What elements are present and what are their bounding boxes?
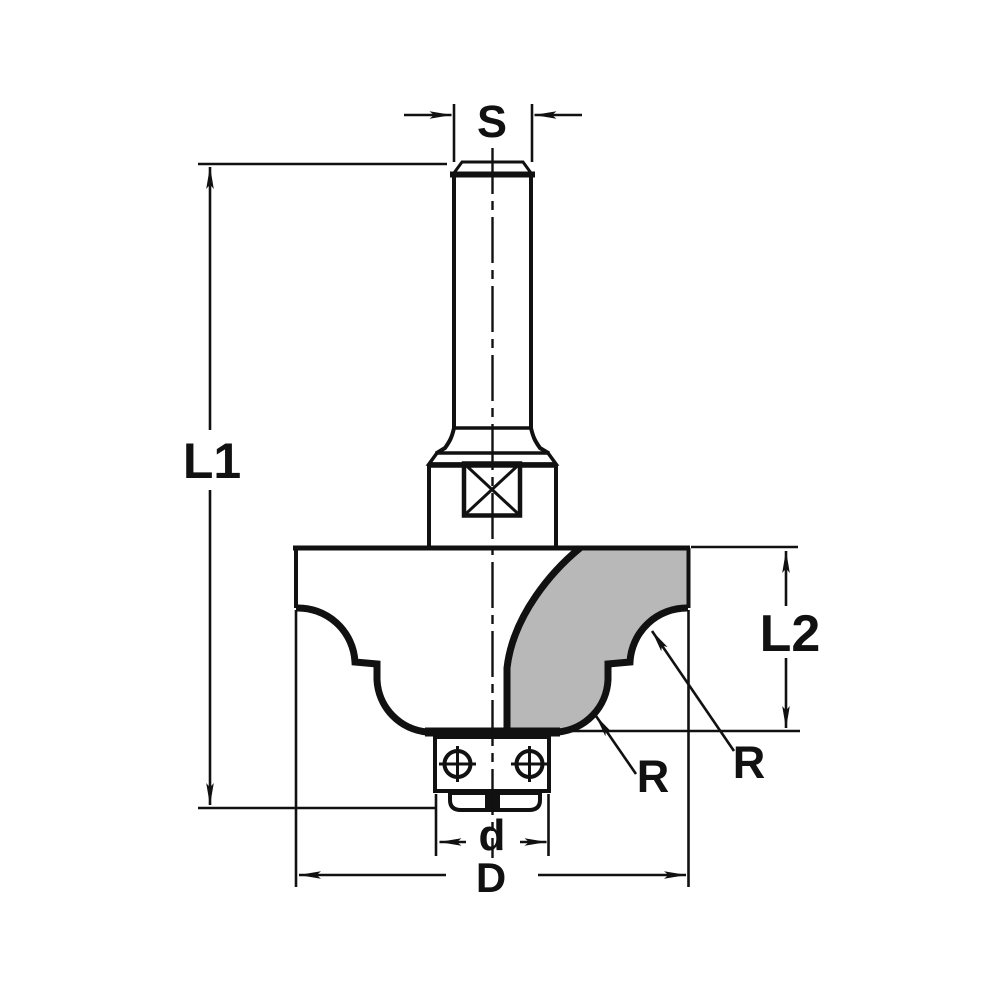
dimension-bearing-d	[434, 794, 550, 856]
ogee-profile-right	[557, 604, 689, 736]
label-radius-lower: R	[637, 751, 670, 802]
ogee-profile-left	[295, 604, 428, 736]
dimension-cutting-diameter-d	[294, 610, 690, 887]
radius-leader-upper	[650, 630, 736, 752]
dimension-overall-length-l1	[198, 162, 447, 810]
bearing-screw-left	[439, 746, 476, 782]
radius-callout-upper	[650, 630, 736, 752]
flute-face	[503, 545, 688, 731]
label-cutting-diameter: D	[476, 854, 506, 901]
label-cut-length: L2	[760, 605, 821, 663]
neck-left	[434, 427, 456, 456]
radius-callout-lower	[594, 715, 638, 775]
label-overall-length: L1	[183, 433, 241, 489]
retaining-screw	[448, 791, 542, 812]
label-radius-upper: R	[733, 737, 766, 788]
label-bearing-diameter: d	[479, 811, 506, 860]
dimension-shank-s	[404, 104, 582, 162]
neck-right	[529, 427, 551, 456]
radius-leader-lower	[594, 715, 638, 775]
flute-shaded-region	[507, 548, 688, 731]
flute-edge-curve	[503, 545, 583, 729]
label-shank-diameter: S	[477, 96, 507, 147]
cutter-head	[293, 545, 691, 737]
bearing-screw-right	[511, 746, 548, 782]
cross-diagonal-2	[462, 462, 522, 517]
